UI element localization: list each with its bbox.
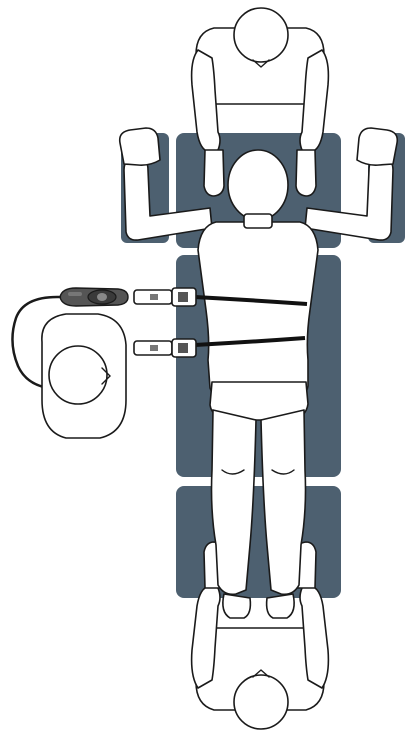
top-assistant-figure — [190, 7, 330, 197]
left-assistant-figure — [41, 313, 127, 439]
lower-body-strap — [194, 336, 306, 347]
upper-strap-connector — [133, 287, 197, 307]
handpiece-device — [59, 287, 129, 307]
device-cable — [11, 295, 62, 390]
upper-body-strap — [194, 295, 308, 306]
body-straps — [194, 295, 308, 347]
patient-figure — [118, 127, 399, 619]
table-leg-section — [176, 486, 341, 598]
lower-strap-connector — [133, 338, 197, 358]
